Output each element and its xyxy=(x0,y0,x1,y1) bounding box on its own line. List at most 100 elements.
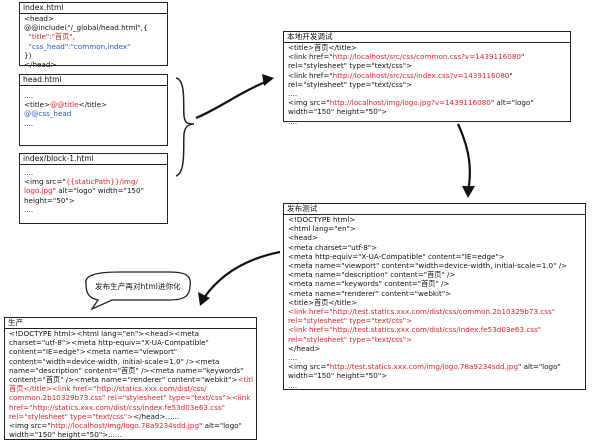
production-box: 生产 <!DOCTYPE html><html lang="en"><head>… xyxy=(4,317,257,440)
code-line: width="150" height="50"> xyxy=(288,107,567,116)
code-line: <meta name="keywords" content="首页" /> xyxy=(288,279,582,288)
code-token: width="150" height="50"> xyxy=(288,371,388,381)
box-title: index.html xyxy=(20,3,167,14)
code-line: charset="utf-8"><meta http-equiv="X-UA-C… xyxy=(9,338,253,347)
code-line: width="150" height="50">...... xyxy=(9,430,253,439)
code-token: rel="stylesheet" type="text/css"> xyxy=(288,316,413,326)
code-token: <meta charset="utf-8"> xyxy=(288,242,378,252)
code-block: <!DOCTYPE html><html lang="en"><head><me… xyxy=(288,215,582,390)
code-token: http://localhost/img/logo.78a9234sdd.jpg xyxy=(50,421,200,431)
code-token: .... xyxy=(288,89,298,99)
code-line: name="description" content="首页" /><meta … xyxy=(9,366,253,375)
code-token: <img src=" xyxy=(288,362,330,372)
code-token: href="http://statics.xxx.com/dist/css/in… xyxy=(9,402,225,412)
code-token: <meta http-equiv="X-UA-Compatible" conte… xyxy=(288,251,505,261)
code-token: <meta name="viewport" content="width=dev… xyxy=(288,261,568,271)
code-token: " xyxy=(509,70,513,80)
code-token: " xyxy=(521,52,525,62)
code-token: <link href=" xyxy=(288,70,333,80)
code-token: <meta name="description" content="首页" /> xyxy=(288,270,456,280)
box-title: 本地开发调试 xyxy=(284,32,570,43)
code-token: charset="utf-8"><meta http-equiv="X-UA-C… xyxy=(9,338,209,348)
code-token: .... xyxy=(288,380,298,390)
code-token: width="150" height="50"> xyxy=(288,107,388,117)
code-token: <head> xyxy=(288,233,318,243)
index-html-box: index.html <head>@@include("/_global/hea… xyxy=(19,2,168,69)
code-line: <head> xyxy=(288,233,582,242)
arrow-to-production xyxy=(203,250,281,299)
code-line: "title":"首页", xyxy=(24,32,164,41)
code-token: " alt="logo" xyxy=(490,98,534,108)
arrow-to-local-dev xyxy=(195,78,271,120)
code-token: <!DOCTYPE html><html lang="en"><head><me… xyxy=(9,329,199,338)
code-token: common.2b10329b73.css" rel="stylesheet" … xyxy=(9,393,251,403)
code-line: </head> xyxy=(288,344,582,353)
code-line: content="首页" /><meta name="renderer" con… xyxy=(9,375,253,384)
code-line: .... xyxy=(288,89,567,98)
code-token: width="150" height="50">...... xyxy=(9,430,122,440)
curly-brace xyxy=(175,77,195,177)
code-line: @@css_head xyxy=(24,109,164,118)
code-line: <!DOCTYPE html> xyxy=(288,215,582,224)
code-line: content="width=device-width, initial-sca… xyxy=(9,357,253,366)
code-line: <link href="http://test.statics.xxx.com/… xyxy=(288,307,582,316)
code-token: <img src=" xyxy=(9,421,51,431)
code-token: " alt="logo" xyxy=(518,362,561,372)
arrowhead-production xyxy=(198,292,210,306)
code-line: .... xyxy=(288,117,567,126)
code-token: .... xyxy=(24,118,34,128)
code-line: <link href="http://localhost/src/css/ind… xyxy=(288,71,567,80)
code-token: http://localhost/src/css/index.css?v=143… xyxy=(332,70,510,80)
code-token: <meta name="keywords" content="首页" /> xyxy=(288,279,450,289)
code-line: .... xyxy=(288,381,582,390)
code-line: rel="stylesheet" type="text/css"></head>… xyxy=(9,412,253,421)
code-line: <link href="http://test.statics.xxx.com/… xyxy=(288,325,582,334)
code-line: <meta http-equiv="X-UA-Compatible" conte… xyxy=(288,252,582,261)
code-line: <title>首页</title> xyxy=(288,298,582,307)
code-token: .... xyxy=(24,91,34,100)
code-token: logo.jpg xyxy=(24,186,53,196)
code-line: common.2b10329b73.css" rel="stylesheet" … xyxy=(9,393,253,402)
speech-bubble xyxy=(85,271,192,311)
box-title: 生产 xyxy=(5,318,256,329)
code-token: </title> xyxy=(78,100,108,110)
code-token: <!DOCTYPE html> xyxy=(288,215,356,224)
code-token: <meta name="renderer" content="webkit"> xyxy=(288,288,452,298)
code-token: .... xyxy=(288,353,298,363)
arrowhead-local-dev xyxy=(262,74,274,86)
code-token: " alt="logo" xyxy=(199,421,242,431)
code-line: <head> xyxy=(24,14,164,23)
code-token: <img src=" xyxy=(288,98,330,108)
code-line: <title>@@title</title> xyxy=(24,100,164,109)
local-dev-box: 本地开发调试 <title>首页</title><link href="http… xyxy=(283,31,571,126)
code-token: <link href="http://test.statics.xxx.com/… xyxy=(288,307,556,317)
box-title: index/block-1.html xyxy=(20,154,167,165)
arrowhead-release-test xyxy=(462,186,475,198)
code-token: <title> xyxy=(24,100,51,110)
code-token: http://test.statics.xxx.com/img/logo.78a… xyxy=(329,362,519,372)
code-line: <title>首页</title> xyxy=(288,43,567,52)
code-token: <title>首页</title> xyxy=(288,43,357,52)
code-token: <title>首页</title> xyxy=(288,297,357,307)
code-token: content="width=device-width, initial-sca… xyxy=(9,356,220,366)
code-line: <img src="http://localhost/img/logo.78a9… xyxy=(9,421,253,430)
code-token: </head>...... xyxy=(133,411,180,421)
code-token: " alt="logo" width="150" xyxy=(52,186,144,196)
code-token: rel="stylesheet" type="text/css"> xyxy=(9,411,134,421)
code-token: <link href=" xyxy=(288,52,333,62)
code-line: logo.jpg" alt="logo" width="150" xyxy=(24,186,164,195)
code-token: 首页</title><link href="http://statics.xxx… xyxy=(9,384,207,394)
head-html-box: head.html ....<title>@@title</title>@@cs… xyxy=(19,74,168,146)
code-line: <!DOCTYPE html><html lang="en"><head><me… xyxy=(9,329,253,338)
code-line: .... xyxy=(24,91,164,100)
code-line: .... xyxy=(288,353,582,362)
code-block: <!DOCTYPE html><html lang="en"><head><me… xyxy=(9,329,253,439)
code-token: @@include("/_global/head.html",{ xyxy=(24,23,148,33)
arrow-to-release-test xyxy=(457,123,471,193)
code-token: height="50"> xyxy=(24,195,75,205)
code-line: <meta charset="utf-8"> xyxy=(288,243,582,252)
code-token: "title":"首页", xyxy=(24,32,75,42)
code-line: <img src="http://test.statics.xxx.com/im… xyxy=(288,362,582,371)
code-line: height="50"> xyxy=(24,196,164,205)
